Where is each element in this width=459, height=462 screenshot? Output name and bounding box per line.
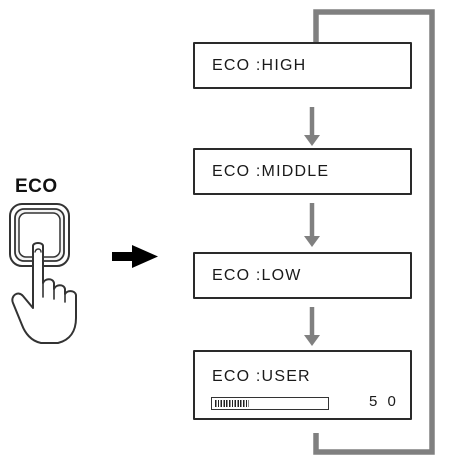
- user-level-bar: [211, 397, 329, 410]
- mode-box-eco-high: ECO :HIGH: [193, 42, 412, 89]
- hand-pressing-button-icon: [9, 203, 77, 344]
- mode-label-eco-middle: ECO :MIDDLE: [212, 163, 330, 180]
- mode-label-eco-high: ECO :HIGH: [212, 57, 307, 74]
- arrowhead-icon: [304, 135, 320, 146]
- right-arrow-icon: [112, 245, 158, 268]
- mode-box-eco-user: ECO :USER 5 0: [193, 350, 412, 420]
- mode-label-eco-user: ECO :USER: [212, 368, 311, 385]
- cycle-loop-line: [313, 9, 435, 455]
- user-level-bar-fill: [215, 400, 249, 407]
- arrowhead-icon: [304, 335, 320, 346]
- user-level-value: 5 0: [369, 393, 399, 410]
- mode-box-eco-middle: ECO :MIDDLE: [193, 148, 412, 195]
- arrowhead-icon: [304, 236, 320, 247]
- mode-label-eco-low: ECO :LOW: [212, 267, 302, 284]
- eco-button-label: ECO: [15, 176, 58, 197]
- mode-box-eco-low: ECO :LOW: [193, 252, 412, 299]
